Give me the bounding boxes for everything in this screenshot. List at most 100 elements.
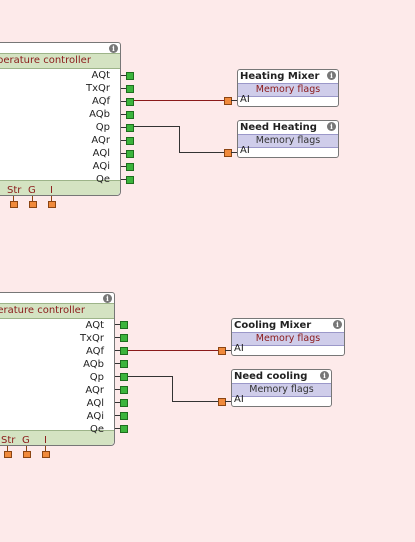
output-port-aqb[interactable] <box>120 360 128 368</box>
flag-type: Memory flags <box>238 134 338 148</box>
output-port-aqb[interactable] <box>126 111 134 119</box>
connection-wire-qp-need-heating[interactable] <box>134 126 180 127</box>
port-stub <box>115 324 120 325</box>
output-port-txqr[interactable] <box>126 85 134 93</box>
output-label-qp: Qp <box>95 122 110 133</box>
block-footer <box>0 180 120 195</box>
output-port-qe[interactable] <box>120 425 128 433</box>
port-stub <box>231 152 237 153</box>
output-label-txqr: TxQr <box>79 333 104 344</box>
flag-input-pin[interactable] <box>218 347 226 355</box>
output-port-aqr[interactable] <box>120 386 128 394</box>
flag-type: Memory flags <box>232 332 344 346</box>
memory-flag-need-cooling[interactable]: Need cooling i Memory flags AI <box>231 369 332 407</box>
port-stub <box>121 114 126 115</box>
flag-input-pin[interactable] <box>218 398 226 406</box>
info-icon[interactable]: i <box>333 320 342 329</box>
info-icon[interactable]: i <box>327 122 336 131</box>
flag-name: Need Heating <box>240 122 317 133</box>
output-label-qp: Qp <box>89 372 104 383</box>
port-stub <box>121 166 126 167</box>
input-pin-str[interactable] <box>4 451 12 458</box>
output-label-aqr: AQr <box>85 385 104 396</box>
output-label-qe: Qe <box>89 424 104 435</box>
port-stub <box>121 88 126 89</box>
connection-wire-qp-need-cooling[interactable] <box>172 376 173 402</box>
input-label-i: I <box>50 185 53 196</box>
connection-wire-qp-need-heating[interactable] <box>179 152 224 153</box>
flag-input-label: AI <box>234 394 244 405</box>
input-pin-g[interactable] <box>29 201 37 208</box>
flag-input-pin[interactable] <box>224 149 232 157</box>
port-stub <box>115 363 120 364</box>
output-port-qp[interactable] <box>126 124 134 132</box>
output-port-txqr[interactable] <box>120 334 128 342</box>
memory-flag-cooling-mixer[interactable]: Cooling Mixer i Memory flags AI <box>231 318 345 356</box>
output-label-aqr: AQr <box>91 135 110 146</box>
output-port-aql[interactable] <box>126 150 134 158</box>
input-label-g: G <box>28 185 36 196</box>
input-pin-g[interactable] <box>23 451 31 458</box>
output-label-aqf: AQf <box>91 96 110 107</box>
output-port-aqt[interactable] <box>120 321 128 329</box>
input-pin-i[interactable] <box>42 451 50 458</box>
port-stub <box>115 402 120 403</box>
output-port-aqt[interactable] <box>126 72 134 80</box>
port-stub <box>115 337 120 338</box>
input-label-i: I <box>44 435 47 446</box>
temperature-controller-block-1[interactable]: i perature controller AQt TxQr AQf AQb Q… <box>0 42 121 196</box>
output-port-qp[interactable] <box>120 373 128 381</box>
connection-wire-aqf-cooling-mixer[interactable] <box>128 350 218 351</box>
flag-input-pin[interactable] <box>224 97 232 105</box>
port-stub <box>115 428 120 429</box>
info-icon[interactable]: i <box>327 71 336 80</box>
info-icon[interactable]: i <box>320 371 329 380</box>
connection-wire-qp-need-cooling[interactable] <box>172 401 218 402</box>
info-icon[interactable]: i <box>103 294 112 303</box>
port-stub <box>121 127 126 128</box>
output-label-aqt: AQt <box>85 320 104 331</box>
flag-type: Memory flags <box>238 83 338 97</box>
output-port-aqi[interactable] <box>126 163 134 171</box>
output-label-aqt: AQt <box>91 70 110 81</box>
output-port-qe[interactable] <box>126 176 134 184</box>
port-stub <box>115 350 120 351</box>
port-stub <box>115 389 120 390</box>
connection-wire-qp-need-cooling[interactable] <box>128 376 173 377</box>
block-title: perature controller <box>0 53 120 69</box>
flag-name: Need cooling <box>234 371 308 382</box>
connection-wire-qp-need-heating[interactable] <box>179 126 180 153</box>
temperature-controller-block-2[interactable]: i perature controller AQt TxQr AQf AQb Q… <box>0 292 115 446</box>
flag-name: Heating Mixer <box>240 71 320 82</box>
flag-input-label: AI <box>240 145 250 156</box>
output-port-aqr[interactable] <box>126 137 134 145</box>
input-stem <box>45 446 46 451</box>
output-port-aqf[interactable] <box>120 347 128 355</box>
input-pin-i[interactable] <box>48 201 56 208</box>
output-port-aqf[interactable] <box>126 98 134 106</box>
memory-flag-heating-mixer[interactable]: Heating Mixer i Memory flags AI <box>237 69 339 107</box>
input-label-g: G <box>22 435 30 446</box>
input-stem <box>26 446 27 451</box>
flag-type: Memory flags <box>232 383 331 397</box>
block-footer <box>0 430 114 445</box>
info-icon[interactable]: i <box>109 44 118 53</box>
connection-wire-aqf-heating-mixer[interactable] <box>134 100 224 101</box>
port-stub <box>225 401 231 402</box>
output-label-aqf: AQf <box>85 346 104 357</box>
input-stem <box>7 446 8 451</box>
output-label-aql: AQl <box>92 148 110 159</box>
input-pin-str[interactable] <box>10 201 18 208</box>
input-stem <box>32 196 33 201</box>
output-port-aql[interactable] <box>120 399 128 407</box>
flag-input-label: AI <box>240 94 250 105</box>
flag-input-label: AI <box>234 343 244 354</box>
port-stub <box>121 75 126 76</box>
output-label-aqb: AQb <box>89 109 110 120</box>
port-stub <box>115 415 120 416</box>
input-label-str: Str <box>1 435 16 446</box>
output-label-aql: AQl <box>86 398 104 409</box>
output-port-aqi[interactable] <box>120 412 128 420</box>
port-stub <box>121 153 126 154</box>
memory-flag-need-heating[interactable]: Need Heating i Memory flags AI <box>237 120 339 158</box>
